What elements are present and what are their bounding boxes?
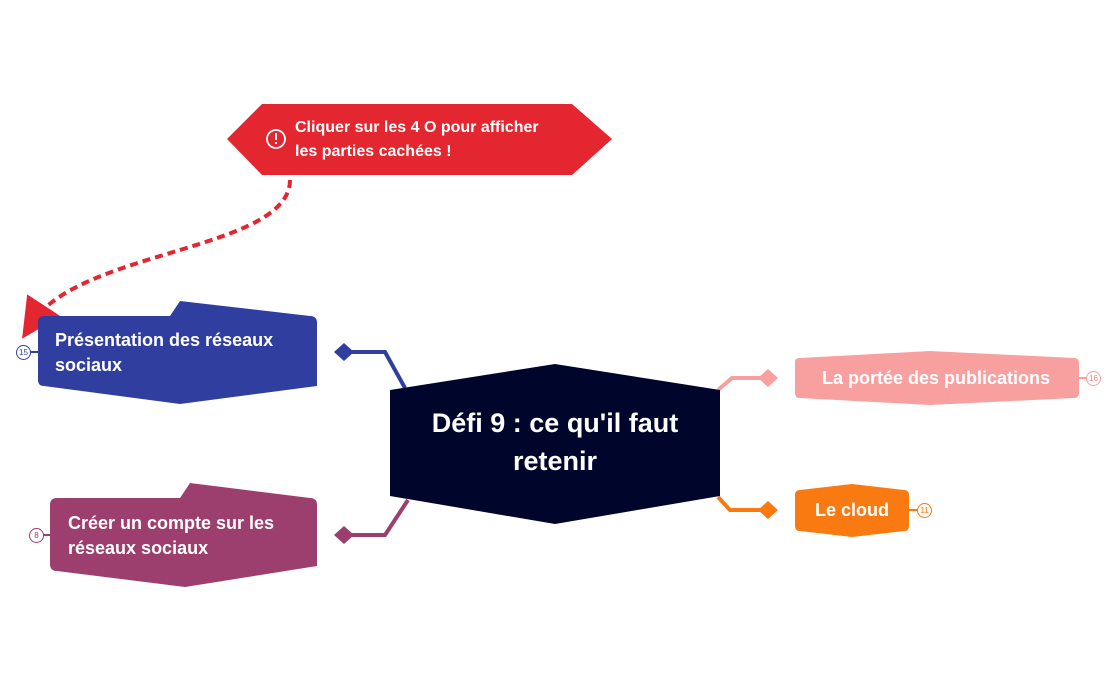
note-relation-arrow (22, 179, 292, 339)
central-line-2: retenir (512, 446, 598, 476)
portee-label: La portée des publications (796, 366, 1076, 390)
connector-presentation (344, 350, 407, 389)
connector-diamond-presentation (334, 343, 354, 361)
collapse-badge-cloud[interactable]: 11 (917, 503, 932, 518)
exclamation-circle-icon (266, 129, 286, 149)
portee-line-1: La portée des publications (821, 368, 1051, 388)
connector-diamond-cloud (758, 501, 778, 519)
connector-cloud (716, 495, 768, 512)
collapse-badge-creer[interactable]: 8 (29, 528, 44, 543)
central-node[interactable] (390, 364, 720, 524)
collapse-badge-portee[interactable]: 16 (1086, 371, 1101, 386)
connector-diamond-creer (334, 526, 354, 544)
branch-node-creer[interactable] (50, 483, 317, 587)
note-line-2: les parties cachées ! (295, 143, 452, 160)
connector-diamond-portee (758, 369, 778, 387)
branch-node-presentation[interactable] (38, 301, 317, 404)
connector-portee (716, 376, 768, 392)
presentation-label: Présentation des réseaux sociaux (55, 328, 273, 378)
creer-line-2: réseaux sociaux (68, 538, 209, 558)
collapse-badge-presentation[interactable]: 15 (16, 345, 31, 360)
cloud-label: Le cloud (796, 498, 908, 522)
note-text: Cliquer sur les 4 O pour afficher les pa… (295, 116, 539, 164)
branch-node-portee[interactable] (795, 351, 1079, 405)
presentation-line-1: Présentation des réseaux (55, 330, 274, 350)
note-line-1: Cliquer sur les 4 O pour afficher (295, 119, 539, 136)
cloud-line-1: Le cloud (814, 500, 889, 520)
connector-creer (344, 498, 410, 537)
creer-line-1: Créer un compte sur les (68, 513, 275, 533)
note-node[interactable] (227, 104, 612, 175)
creer-label: Créer un compte sur les réseaux sociaux (68, 511, 274, 561)
branch-node-cloud[interactable] (795, 484, 909, 537)
central-label: Défi 9 : ce qu'il faut retenir (392, 404, 718, 480)
presentation-line-2: sociaux (55, 355, 123, 375)
central-line-1: Défi 9 : ce qu'il faut (431, 408, 679, 438)
